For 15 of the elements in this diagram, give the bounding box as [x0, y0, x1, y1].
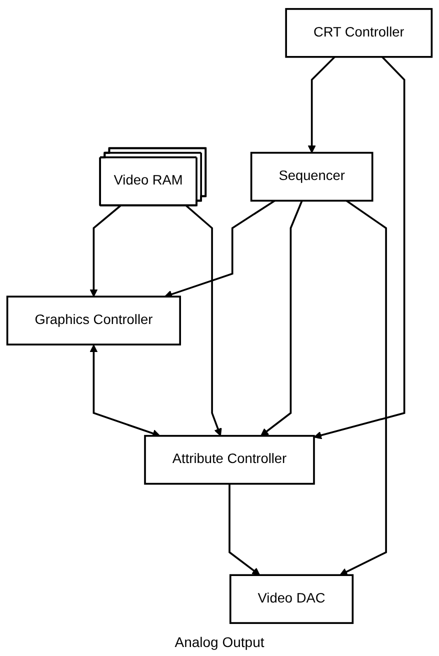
node-box: Sequencer [250, 152, 374, 202]
node-box: Attribute Controller [144, 434, 315, 485]
arrow [340, 200, 387, 576]
node-box: CRT Controller [285, 8, 433, 58]
arrow [308, 56, 336, 154]
arrow [90, 344, 160, 438]
node-box: Graphics Controller [6, 296, 181, 346]
arrow [186, 205, 222, 436]
node-box: Video DAC [229, 574, 354, 624]
arrow [228, 484, 260, 576]
arrow [260, 200, 303, 436]
arrow [314, 56, 406, 440]
arrow [90, 205, 122, 297]
arrow [164, 200, 276, 298]
output-caption: Analog Output [174, 634, 264, 650]
